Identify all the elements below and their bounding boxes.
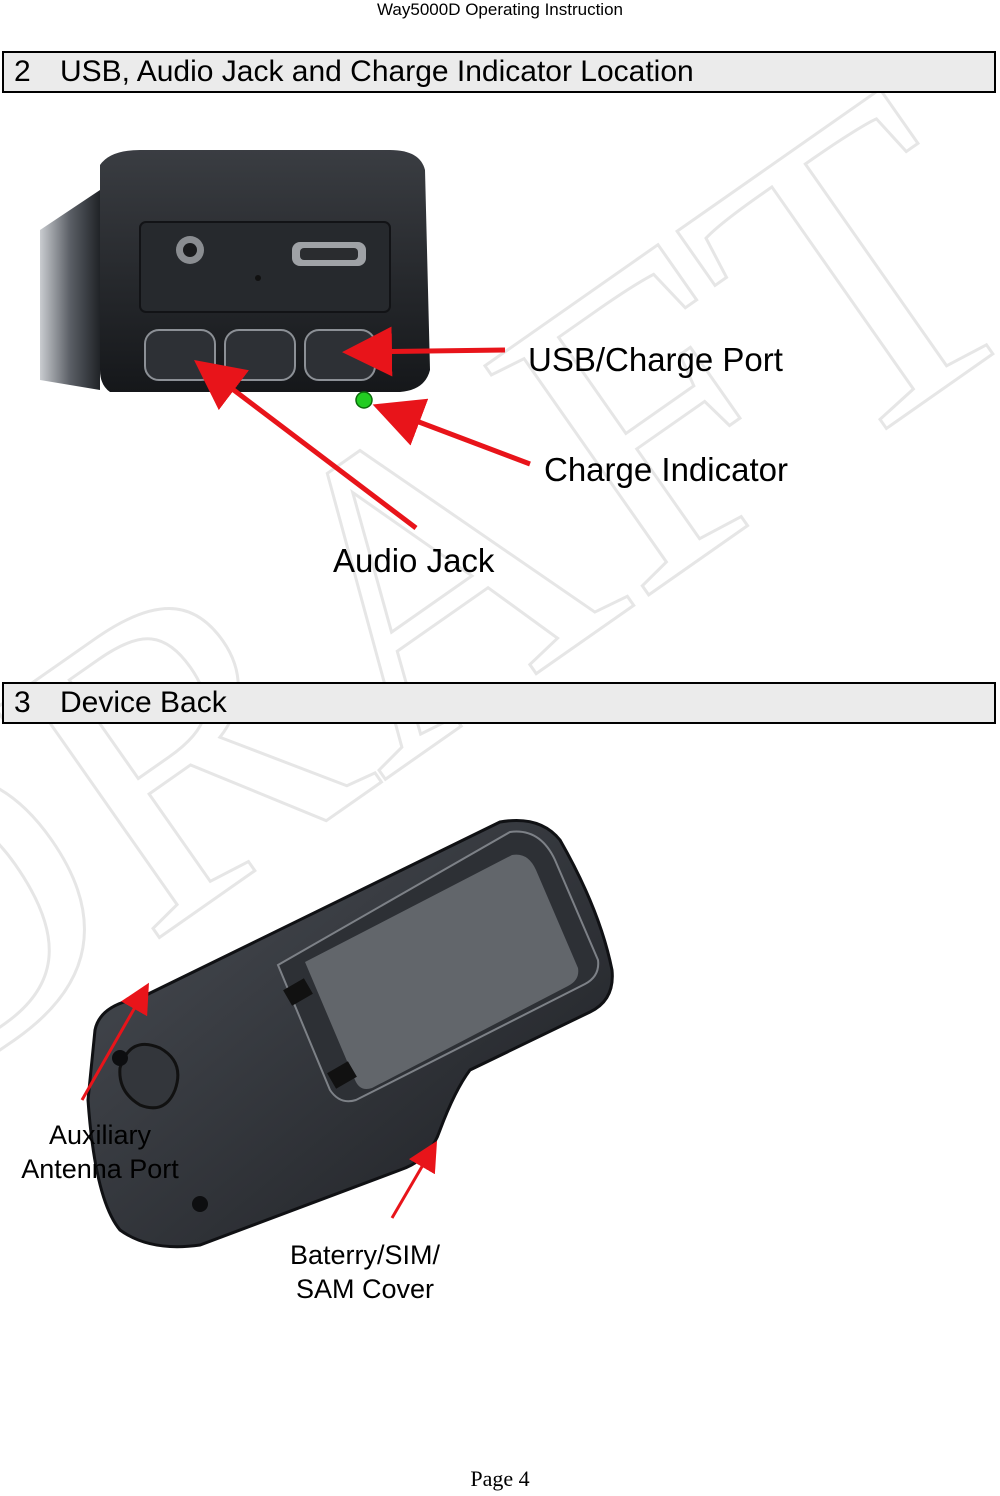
section-heading-device-back: 3 Device Back <box>2 682 996 724</box>
antenna-label-line2: Antenna Port <box>21 1154 179 1184</box>
section-title: Device Back <box>60 686 227 719</box>
audio-jack-label: Audio Jack <box>333 542 495 579</box>
document-header: Way5000D Operating Instruction <box>377 0 623 19</box>
cover-label-line2: SAM Cover <box>295 1274 435 1304</box>
cover-label-line1: Baterry/SIM/ <box>289 1240 441 1270</box>
device-back-photo <box>80 818 614 1249</box>
section-number: 3 <box>14 686 31 719</box>
charge-indicator-label: Charge Indicator <box>544 451 788 488</box>
antenna-port-label: Auxiliary Antenna Port <box>10 1118 190 1186</box>
charge-indicator-led <box>355 391 373 409</box>
section-title: USB, Audio Jack and Charge Indicator Loc… <box>60 55 694 88</box>
section-number: 2 <box>14 55 31 88</box>
section-heading-usb-audio: 2 USB, Audio Jack and Charge Indicator L… <box>2 51 996 93</box>
usb-port-label: USB/Charge Port <box>528 341 783 378</box>
battery-cover-label: Baterry/SIM/ SAM Cover <box>270 1238 460 1306</box>
antenna-label-line1: Auxiliary <box>48 1120 152 1150</box>
device-top-photo <box>40 150 531 530</box>
page-number: Page 4 <box>470 1466 530 1491</box>
